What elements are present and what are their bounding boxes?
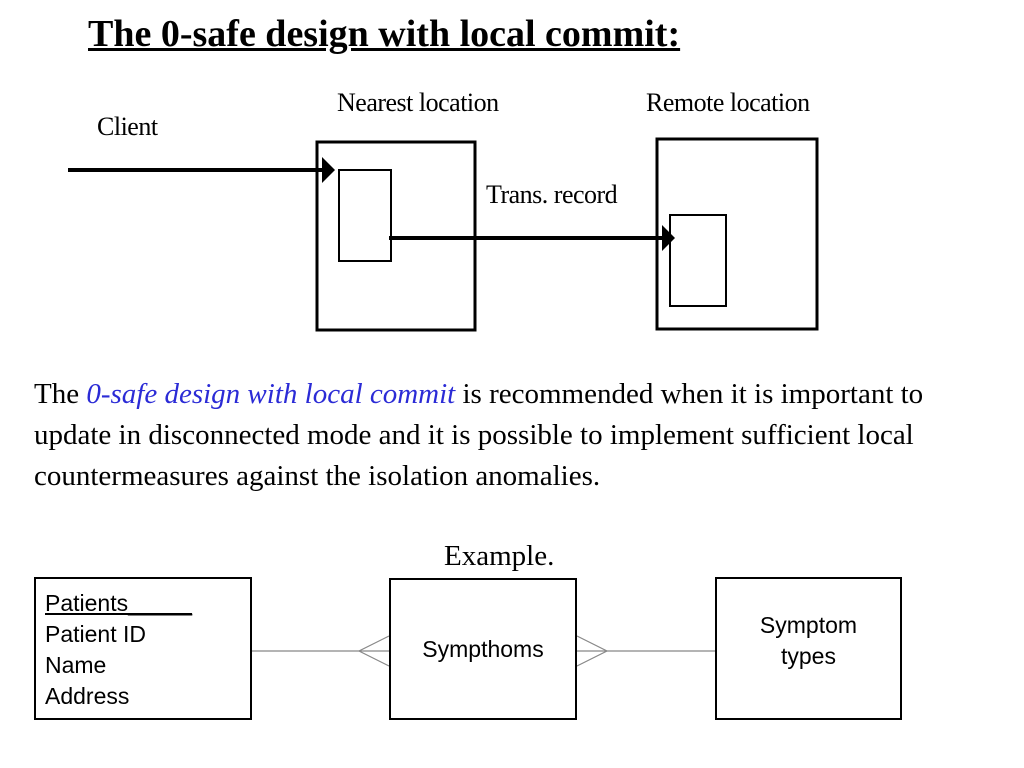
entity-symptom-types: Symptom types: [715, 577, 902, 720]
nearest-location-label: Nearest location: [337, 88, 499, 117]
nearest-record-box: [338, 169, 392, 262]
entity-attribute: Address: [45, 683, 130, 709]
entity-symptoms-name: Sympthoms: [422, 635, 544, 662]
paragraph-suffix: is recommended when it is important to u…: [34, 378, 924, 492]
crows-foot-left: [357, 635, 390, 667]
description-paragraph: The 0-safe design with local commit is r…: [34, 374, 934, 497]
crows-foot-right: [576, 635, 609, 667]
trans-record-arrowhead: [662, 225, 675, 251]
page-title: The 0-safe design with local commit:: [88, 13, 681, 55]
entity-attribute: Patient ID: [45, 621, 146, 647]
entity-symptom-types-line2: types: [781, 642, 836, 669]
remote-record-box: [669, 214, 727, 307]
entity-symptom-types-line1: Symptom: [759, 611, 858, 638]
remote-location-box: [655, 137, 819, 331]
paragraph-prefix: The: [34, 378, 87, 410]
entity-attribute: Name: [45, 652, 107, 678]
client-label: Client: [97, 112, 158, 141]
entity-symptoms: Sympthoms: [389, 578, 577, 720]
remote-location-label: Remote location: [646, 88, 810, 117]
paragraph-emphasis: 0-safe design with local commit: [86, 378, 456, 410]
entity-patients-name: Patients_____: [45, 590, 193, 616]
example-label: Example.: [444, 540, 555, 572]
client-arrowhead: [322, 157, 335, 183]
trans-record-label: Trans. record: [486, 180, 620, 210]
entity-patients: Patients_____ Patient ID Name Address: [34, 577, 252, 720]
